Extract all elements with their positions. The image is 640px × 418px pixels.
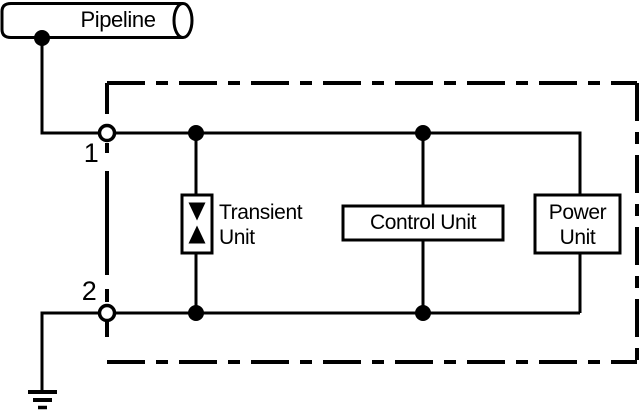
junction-dots bbox=[188, 125, 431, 321]
pipeline-end-cap bbox=[172, 2, 194, 39]
junction-dot bbox=[415, 305, 431, 321]
terminal-1-label: 1 bbox=[83, 138, 99, 168]
wire-terminal2-to-ground bbox=[40, 311, 107, 391]
ground-icon bbox=[28, 390, 57, 410]
pipeline-label: Pipeline bbox=[80, 7, 156, 32]
junction-dot bbox=[188, 305, 204, 321]
transient-unit-label: Transient Unit bbox=[219, 201, 303, 249]
control-unit-label: Control Unit bbox=[369, 211, 477, 234]
junction-dot bbox=[188, 125, 204, 141]
pipeline-symbol bbox=[0, 1, 194, 46]
power-unit-label: Power Unit bbox=[548, 200, 607, 249]
triangle-down-icon bbox=[188, 202, 206, 221]
terminal-2-circle bbox=[97, 303, 117, 323]
wire-pipeline-to-terminal1 bbox=[40, 38, 107, 135]
control-unit-box bbox=[341, 204, 505, 242]
power-unit-box bbox=[533, 193, 622, 255]
enclosure-border bbox=[105, 81, 639, 364]
terminal-2-label: 2 bbox=[81, 276, 97, 306]
triangle-up-icon bbox=[188, 225, 206, 244]
pipeline-tap-dot bbox=[34, 30, 50, 46]
wire-line1 bbox=[107, 131, 582, 195]
terminal-1-circle bbox=[97, 123, 117, 143]
junction-dot bbox=[415, 125, 431, 141]
pipeline-body bbox=[0, 1, 183, 39]
surge-arrester-icon bbox=[188, 202, 206, 244]
wires bbox=[40, 38, 582, 391]
